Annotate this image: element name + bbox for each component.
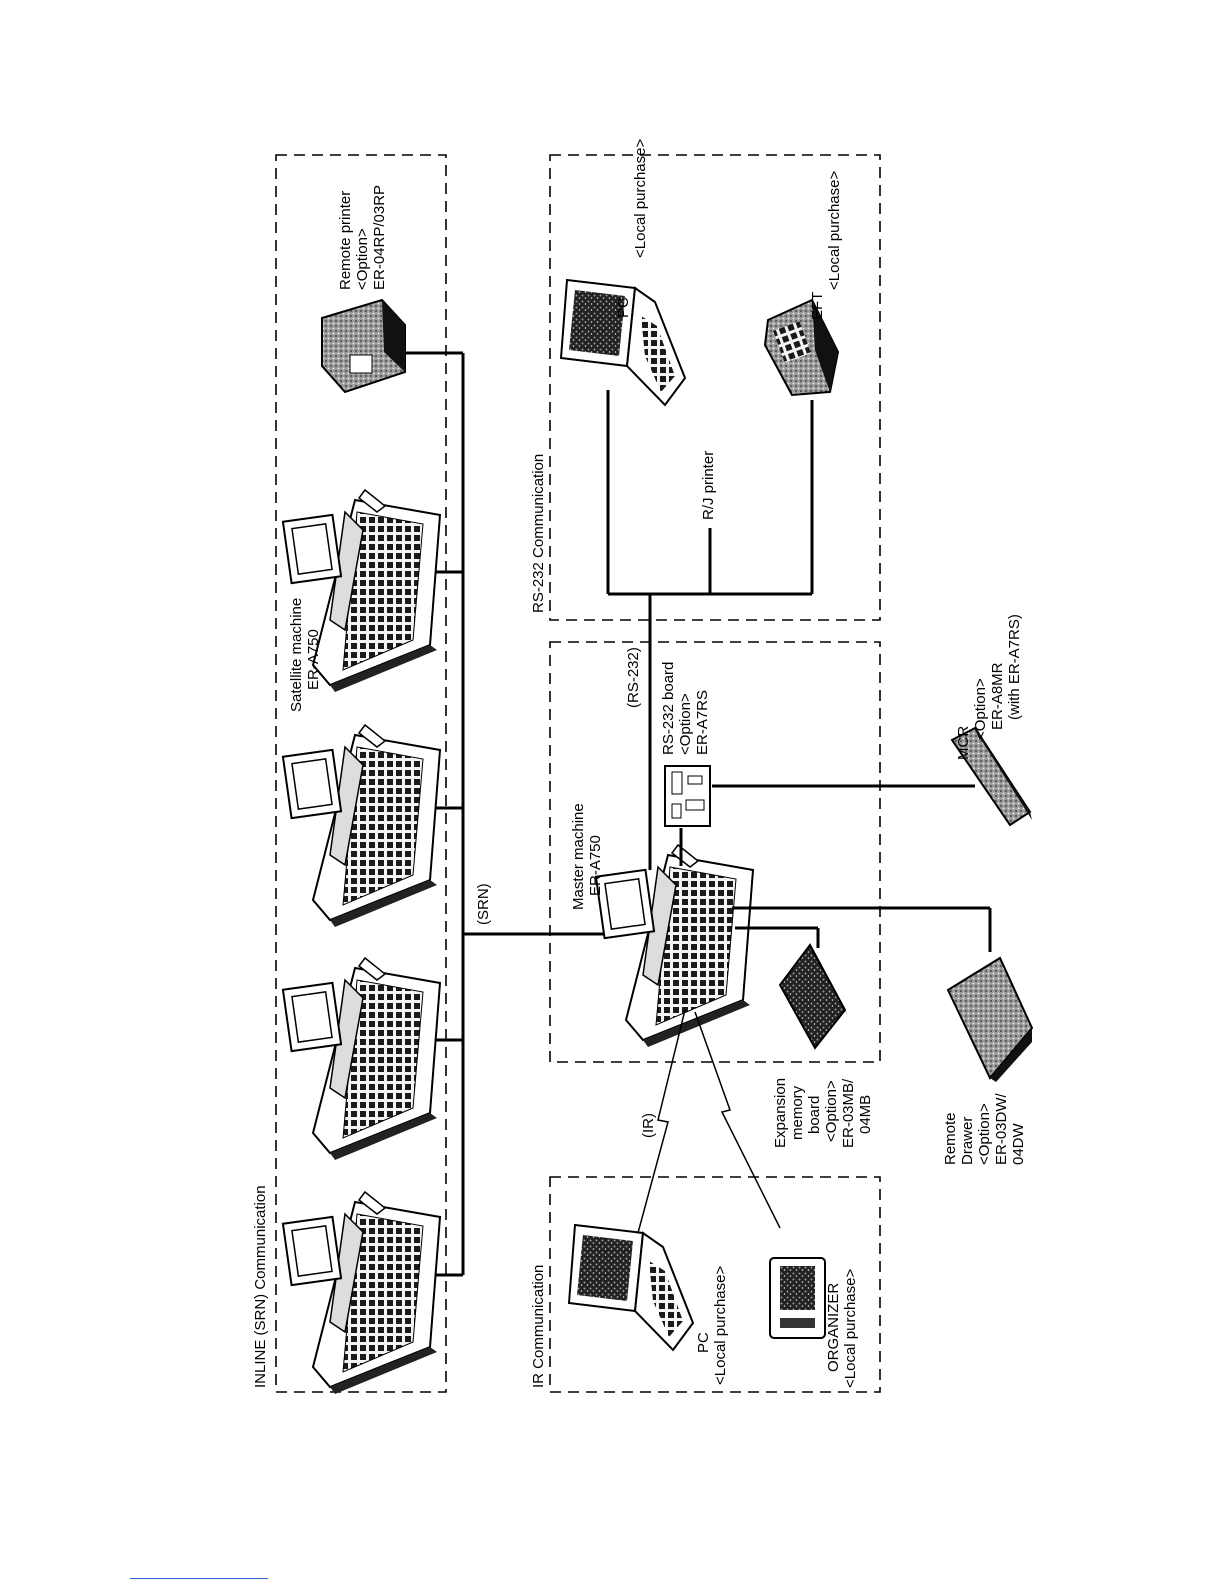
satellite-machine-icon-2	[281, 724, 441, 928]
satellite-machine-label: Satellite machine ER-A750	[288, 594, 322, 712]
footer-link-underline[interactable]	[130, 1578, 268, 1579]
rs232-board-icon	[664, 765, 711, 827]
ir-link-pc	[631, 1009, 686, 1256]
ir-link-label: (IR)	[640, 1113, 657, 1138]
ir-section-title: IR Communication	[530, 1265, 547, 1388]
master-section-box	[549, 641, 881, 1063]
rj-printer-label: R/J printer	[700, 451, 717, 520]
master-machine-icon	[594, 844, 754, 1048]
remote-drawer-icon	[946, 956, 1034, 1082]
eft-label: EFT <Local purchase>	[809, 171, 843, 320]
expansion-memory-board-label: Expansion memory board <Option> ER-03MB/…	[772, 1074, 874, 1148]
eft-icon	[763, 298, 840, 397]
rs232-board-label: RS-232 board <Option> ER-A7RS	[660, 657, 711, 755]
rs232-link-label: (RS-232)	[625, 647, 642, 708]
remote-printer-label: Remote printer <Option> ER-04RP/03RP	[337, 185, 388, 290]
organizer-icon	[769, 1257, 826, 1339]
satellite-machine-icon-3	[281, 957, 441, 1161]
inline-section-title: INLINE (SRN) Communication	[252, 1185, 269, 1388]
mcr-label: MCR <Option> ER-A8MR (with ER-A7RS)	[955, 614, 1023, 760]
mcr-icon	[950, 726, 1032, 827]
expansion-memory-board-icon	[778, 943, 848, 1050]
srn-link-label: (SRN)	[475, 883, 492, 925]
master-machine-label: Master machine ER-A750	[570, 799, 604, 910]
organizer-label: ORGANIZER <Local purchase>	[825, 1269, 859, 1388]
ir-section-box	[549, 1176, 881, 1393]
pc-rs232-label: PC <Local purchase>	[615, 139, 649, 318]
pc-ir-label: PC <Local purchase>	[695, 1266, 729, 1385]
pc-ir-icon	[568, 1224, 694, 1351]
remote-printer-icon	[321, 298, 406, 394]
rs232-section-box	[549, 154, 881, 621]
satellite-machine-icon-4	[281, 1191, 441, 1395]
ir-link-organizer	[694, 1011, 781, 1229]
remote-drawer-label: Remote Drawer <Option> ER-03DW/ 04DW	[942, 1089, 1027, 1165]
rs232-section-title: RS-232 Communication	[530, 454, 547, 613]
